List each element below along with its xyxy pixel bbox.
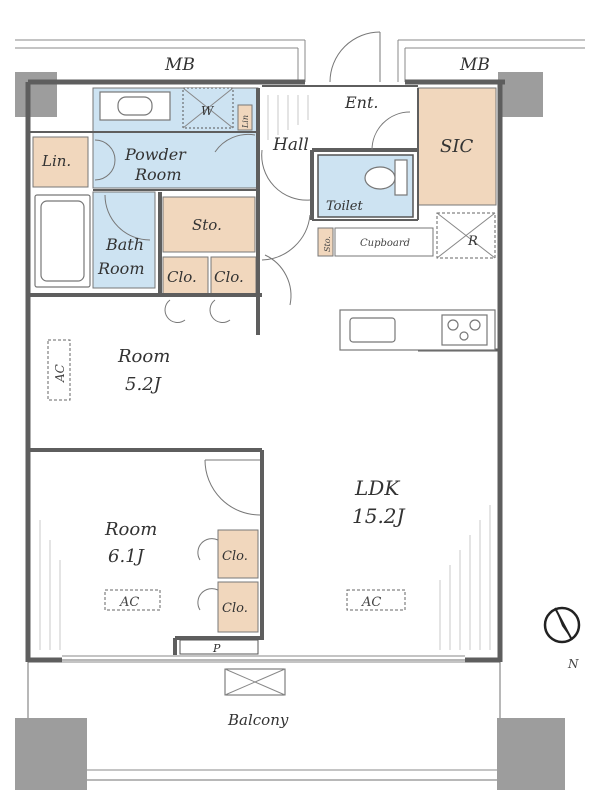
bath-room-label-line1: Bath xyxy=(105,235,144,254)
powder-room-label-line2: Room xyxy=(134,165,181,184)
hall-label: Hall xyxy=(272,135,309,155)
room1-size-label: 5.2J xyxy=(125,374,163,395)
linen-cabinet-small xyxy=(237,104,253,131)
mb-label-right: MB xyxy=(459,55,490,75)
storage-room xyxy=(162,196,256,253)
shoe-storage xyxy=(317,227,334,257)
room2-size-label: 6.1J xyxy=(108,546,146,567)
linen-closet xyxy=(32,136,89,188)
closet-1-area xyxy=(162,256,209,296)
balcony-label: Balcony xyxy=(227,711,289,729)
room1-name-label: Room xyxy=(117,346,170,367)
burner-1 xyxy=(447,319,459,331)
entrance-label: Ent. xyxy=(344,93,379,112)
north-label: N xyxy=(567,657,579,671)
closet-1-label: Clo. xyxy=(167,268,197,286)
sic-label: SIC xyxy=(440,136,473,157)
ac-label-ldk: AC xyxy=(361,595,381,610)
mb-rails xyxy=(15,39,585,82)
shoe-storage-label: Sto. xyxy=(323,236,332,252)
powder-room-label-line1: Powder xyxy=(124,145,187,164)
burner-3 xyxy=(459,331,469,341)
window-hatching xyxy=(39,95,491,650)
toilet-tank xyxy=(394,159,408,196)
interior-walls xyxy=(28,85,500,655)
ldk-name-label: LDK xyxy=(354,476,400,500)
bath-room-label-line2: Room xyxy=(97,259,144,278)
bathtub-inner xyxy=(40,200,85,282)
column-bottom-left xyxy=(15,718,87,790)
kitchen-sink xyxy=(349,317,396,343)
ac-unit-ldk xyxy=(346,589,406,611)
closet-3-area xyxy=(217,529,259,579)
burner-2 xyxy=(469,319,481,331)
column-bottom-right xyxy=(497,718,565,790)
cupboard xyxy=(334,227,434,257)
mb-label-left: MB xyxy=(164,55,195,75)
refrigerator-label: R xyxy=(467,234,478,249)
closet-4-label: Clo. xyxy=(222,601,248,616)
ac-unit-room2 xyxy=(104,589,161,611)
room2-name-label: Room xyxy=(104,519,157,540)
pipe-space xyxy=(179,639,259,655)
storage-label: Sto. xyxy=(192,216,222,234)
closet-2-label: Clo. xyxy=(214,268,244,286)
linen-label: Lin. xyxy=(41,152,71,170)
ac-label-room2: AC xyxy=(119,595,139,610)
cupboard-label: Cupboard xyxy=(360,238,410,249)
outer-walls xyxy=(25,79,505,663)
vanity-basin xyxy=(117,96,153,116)
north-compass-icon xyxy=(543,606,581,644)
toilet-bowl xyxy=(364,166,396,190)
closet-2-area xyxy=(210,256,257,296)
ldk-size-label: 15.2J xyxy=(352,504,406,528)
column-top-right xyxy=(498,72,543,117)
balcony-hatch-box xyxy=(224,668,286,696)
closet-4-area xyxy=(217,581,259,633)
toilet-label: Toilet xyxy=(326,199,363,214)
linen-small-label: Lin xyxy=(241,115,250,129)
ac-label-room1: AC xyxy=(53,364,67,383)
sic-area xyxy=(417,87,497,206)
doors xyxy=(94,31,411,611)
ac-unit-room1 xyxy=(47,339,71,401)
pipe-space-label: P xyxy=(212,642,221,655)
column-top-left xyxy=(15,72,57,117)
closet-3-label: Clo. xyxy=(222,549,248,564)
washer-label: W xyxy=(201,104,215,118)
